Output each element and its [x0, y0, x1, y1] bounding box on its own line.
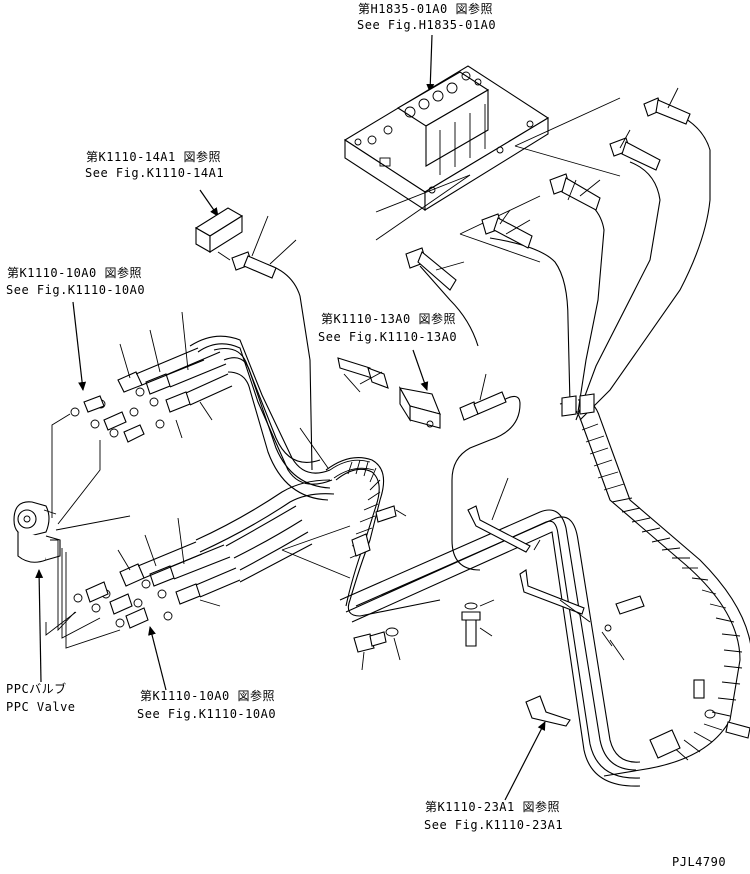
ref-k1110-23-jp-label: 第K1110-23A1 図参照 [425, 799, 560, 814]
ref-k1110-23-en-label: See Fig.K1110-23A1 [424, 818, 563, 832]
ref-k1110-13-en-label: See Fig.K1110-13A0 [318, 330, 457, 344]
central-spiral-wrap [325, 457, 441, 617]
ppc-valve-en-label: PPC Valve [6, 700, 76, 714]
solenoid-block-top [194, 207, 297, 279]
clamps-and-brackets [353, 477, 750, 739]
ref-k1110-10-top-en-label: See Fig.K1110-10A0 [6, 283, 145, 297]
ref-k1110-14-jp-label: 第K1110-14A1 図参照 [86, 149, 221, 164]
control-valve-block [343, 65, 550, 212]
fittings-upper-left [70, 311, 233, 443]
ref-k1110-14-en-label: See Fig.K1110-14A1 [85, 166, 224, 180]
solenoid-valve-center [337, 357, 507, 429]
right-spiral-harness [559, 393, 750, 777]
hose-end-fittings-top [405, 87, 691, 291]
ref-k1110-13-jp-label: 第K1110-13A0 図参照 [321, 311, 456, 326]
fittings-lower-left [73, 517, 241, 629]
ppc-valve [13, 501, 61, 563]
leader-lines-center [281, 97, 621, 579]
reference-arrows [35, 34, 546, 801]
bottom-pipe-bundle [339, 509, 641, 787]
ppc-outlet-lines [45, 413, 131, 649]
ppc-valve-jp-label: PPCバルブ [6, 681, 67, 696]
left-hose-harness [189, 335, 335, 583]
ref-k1110-10-bot-jp-label: 第K1110-10A0 図参照 [140, 688, 275, 703]
ref-k1110-10-bot-en-label: See Fig.K1110-10A0 [137, 707, 276, 721]
drawing-number: PJL4790 [672, 855, 726, 869]
ref-k1110-10-top-jp-label: 第K1110-10A0 図参照 [7, 265, 142, 280]
ref-h1835-en-label: See Fig.H1835-01A0 [357, 18, 496, 32]
ref-h1835-jp-label: 第H1835-01A0 図参照 [358, 1, 493, 16]
